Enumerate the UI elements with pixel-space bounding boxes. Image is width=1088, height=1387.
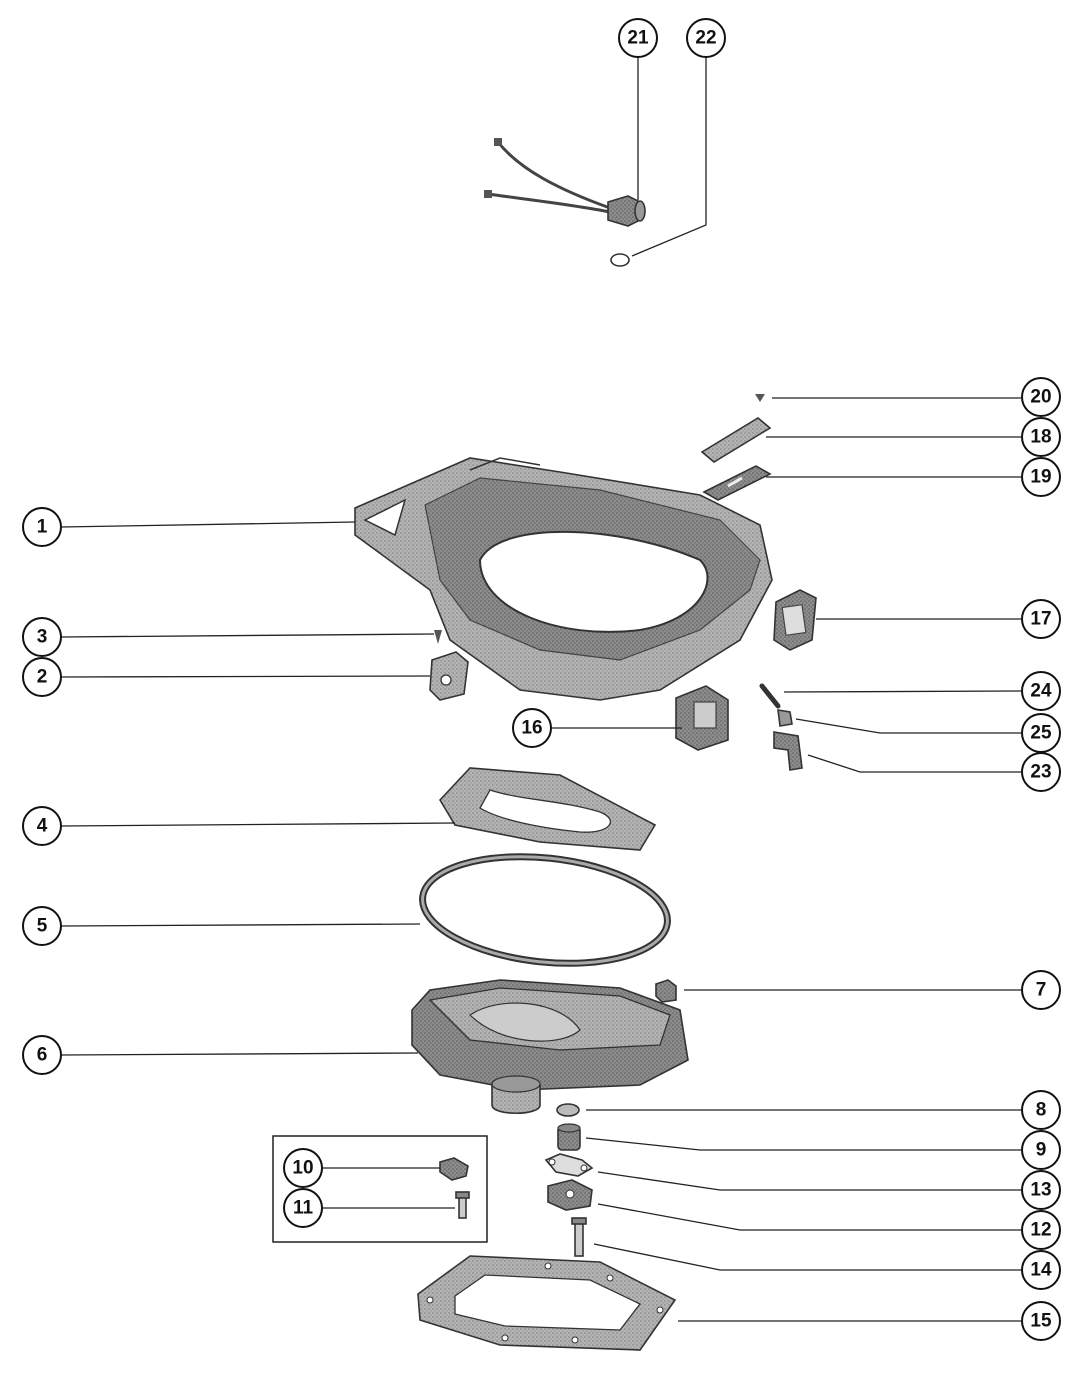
callout-3: 3 [22, 617, 62, 657]
part-adapter-plate [411, 979, 689, 1114]
callout-9: 9 [1021, 1130, 1061, 1170]
part-screw-small [755, 394, 765, 402]
part-clip [610, 253, 630, 267]
part-grommet-rect [773, 589, 817, 651]
svg-text:13: 13 [1030, 1180, 1051, 1201]
svg-text:12: 12 [1030, 1220, 1051, 1241]
leader-lines [60, 56, 1022, 1322]
svg-text:18: 18 [1030, 427, 1051, 448]
part-gasket-upper [439, 767, 657, 851]
callout-17: 17 [1021, 599, 1061, 639]
part-bracket-plate [544, 1153, 594, 1177]
svg-text:25: 25 [1030, 723, 1052, 744]
callout-21: 21 [618, 18, 658, 58]
callout-4: 4 [22, 806, 62, 846]
svg-text:16: 16 [521, 718, 542, 739]
part-bushing [557, 1123, 581, 1151]
callout-25: 25 [1021, 713, 1061, 753]
svg-text:5: 5 [37, 916, 48, 937]
svg-text:21: 21 [627, 28, 649, 49]
callout-11: 11 [283, 1188, 323, 1228]
callout-6: 6 [22, 1035, 62, 1075]
svg-text:20: 20 [1030, 387, 1051, 408]
callout-20: 20 [1021, 377, 1061, 417]
callout-12: 12 [1021, 1210, 1061, 1250]
part-bracket [702, 465, 772, 501]
part-gasket-lower [417, 1255, 677, 1351]
part-latch-plate [429, 651, 469, 701]
callout-16: 16 [512, 708, 552, 748]
part-angle-bracket [773, 731, 803, 771]
svg-text:4: 4 [37, 816, 48, 837]
part-plate [700, 417, 772, 463]
callout-18: 18 [1021, 417, 1061, 457]
callout-10: 10 [283, 1148, 323, 1188]
svg-text:3: 3 [37, 627, 48, 648]
callout-13: 13 [1021, 1170, 1061, 1210]
part-clamp-block [547, 1179, 593, 1211]
inset-box [272, 1135, 488, 1243]
callout-14: 14 [1021, 1250, 1061, 1290]
callout-7: 7 [1021, 970, 1061, 1010]
svg-text:23: 23 [1030, 762, 1051, 783]
svg-text:14: 14 [1030, 1260, 1052, 1281]
callout-2: 2 [22, 657, 62, 697]
callout-22: 22 [686, 18, 726, 58]
part-screw-inset [455, 1191, 470, 1219]
callout-23: 23 [1021, 752, 1061, 792]
part-pin [759, 683, 781, 709]
part-clamp-inset [439, 1157, 469, 1181]
part-wire-harness [484, 138, 646, 227]
part-seal-ring [419, 853, 671, 967]
part-screw-3 [434, 630, 442, 644]
svg-text:7: 7 [1036, 980, 1047, 1001]
callout-15: 15 [1021, 1301, 1061, 1341]
svg-text:8: 8 [1036, 1100, 1047, 1121]
callout-5: 5 [22, 906, 62, 946]
part-bottom-cowl-housing [354, 457, 773, 701]
callout-8: 8 [1021, 1090, 1061, 1130]
part-boot [675, 685, 729, 751]
svg-text:10: 10 [292, 1158, 313, 1179]
svg-text:19: 19 [1030, 467, 1051, 488]
svg-text:11: 11 [293, 1198, 314, 1219]
part-fitting [777, 709, 793, 727]
callout-1: 1 [22, 507, 62, 547]
part-bolt [571, 1217, 587, 1257]
part-washer [556, 1103, 580, 1117]
svg-text:9: 9 [1036, 1140, 1047, 1161]
svg-text:22: 22 [695, 28, 716, 49]
svg-text:15: 15 [1030, 1311, 1052, 1332]
svg-text:24: 24 [1030, 681, 1052, 702]
svg-text:2: 2 [37, 667, 48, 688]
part-cap [655, 979, 677, 1003]
svg-text:6: 6 [37, 1045, 48, 1066]
callout-19: 19 [1021, 457, 1061, 497]
callout-24: 24 [1021, 671, 1061, 711]
svg-text:1: 1 [37, 517, 48, 538]
svg-text:17: 17 [1030, 609, 1051, 630]
